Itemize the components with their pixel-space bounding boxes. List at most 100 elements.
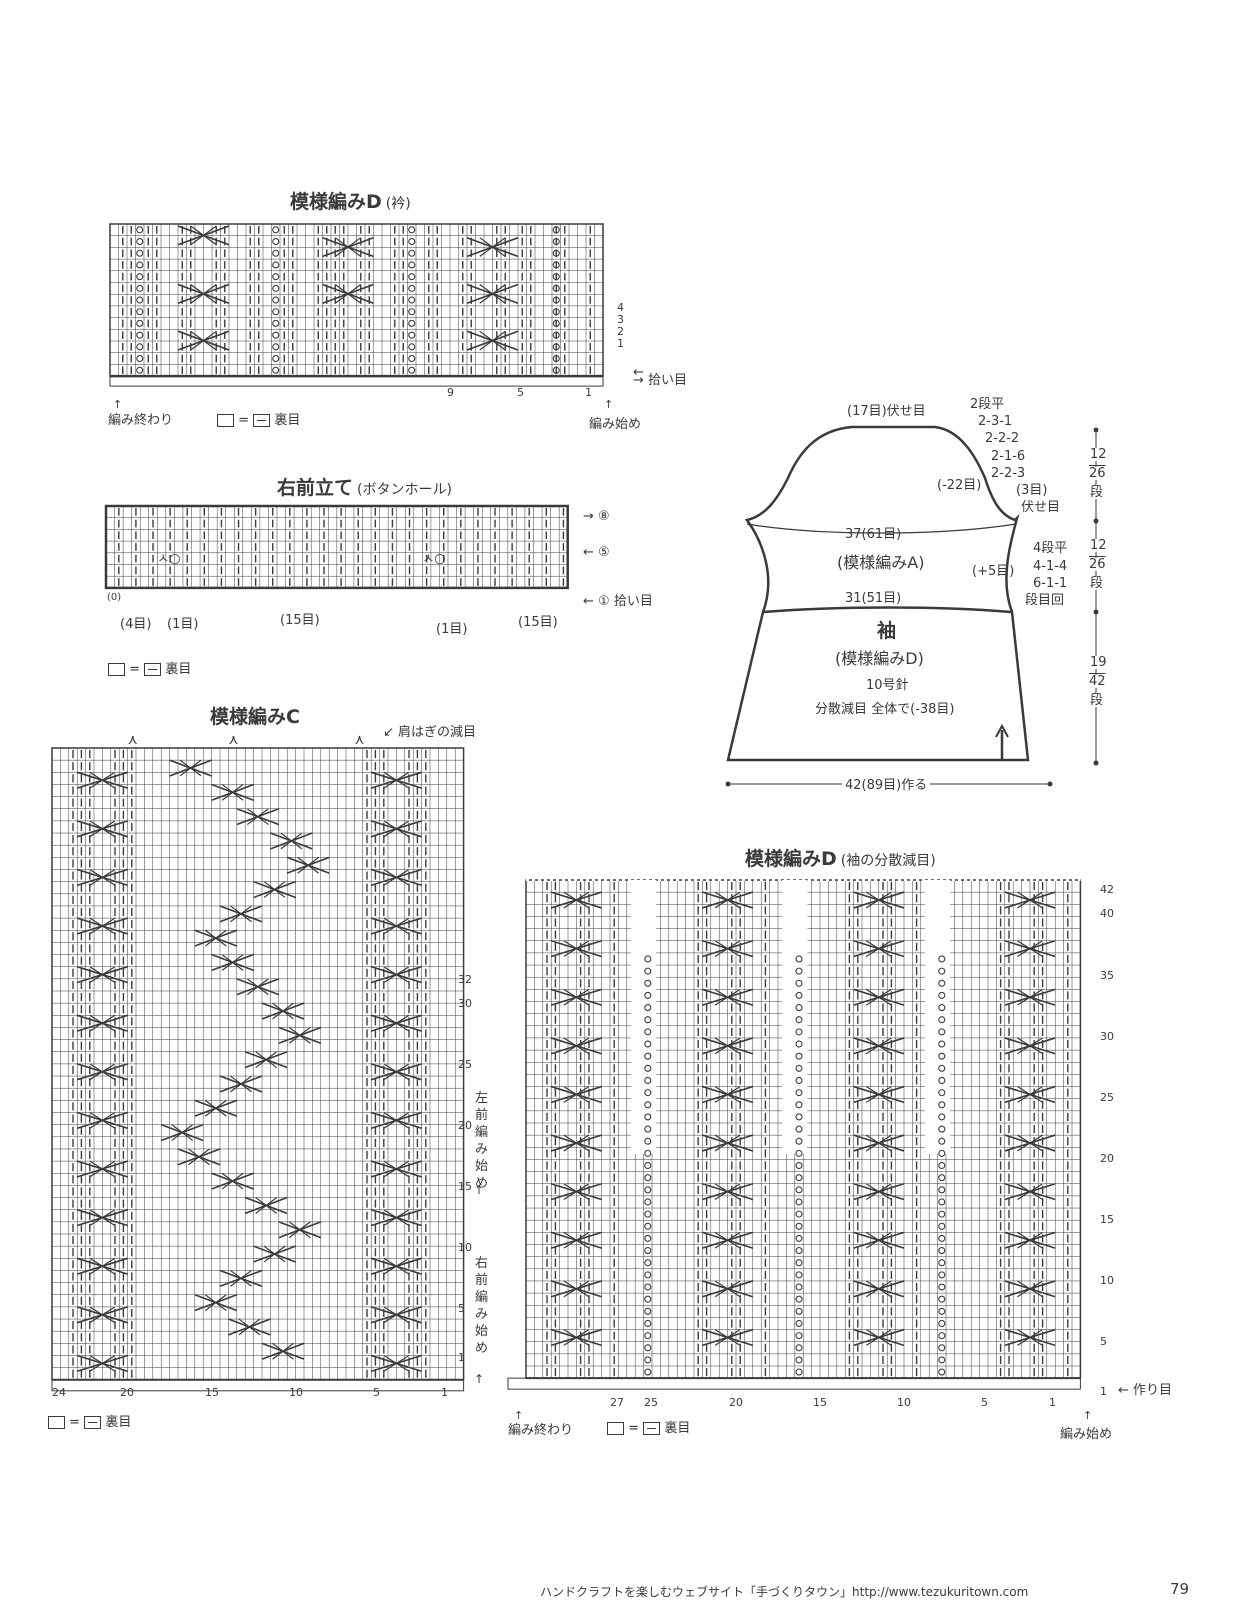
s-row-15: 15: [1100, 1213, 1114, 1226]
collar-legend-text: 裏目: [274, 413, 301, 428]
footer-text: ハンドクラフトを楽しむウェブサイト「手づくりタウン」http://www.tez…: [540, 1585, 1029, 1599]
collar-pickup-label: → 拾い目: [633, 373, 688, 388]
svg-text:⋏: ⋏: [228, 732, 238, 748]
s-row-40: 40: [1100, 907, 1114, 920]
s-col-20: 20: [729, 1396, 743, 1409]
left-front-start: 左前編み始め: [475, 1091, 489, 1191]
up-arrow-icon: ↑: [1083, 1409, 1093, 1422]
collar-legend: = 裏目: [217, 409, 300, 428]
c-col-20: 20: [120, 1386, 134, 1399]
right-front-start: 右前編み始め: [475, 1256, 489, 1356]
shaping-mid-2: 4-1-4: [1033, 559, 1068, 574]
collar-row-4: 4: [617, 301, 624, 314]
shaping-4: 2-1-6: [991, 449, 1026, 464]
cast-on-text: 作り目: [1133, 1383, 1173, 1398]
sleeve-title: 袖: [877, 620, 897, 642]
height-3-rows: 42: [1089, 674, 1106, 689]
s-row-5: 5: [1100, 1335, 1107, 1348]
buttonband-row-5-text: ⑤: [598, 545, 610, 560]
empty-square-icon: [607, 1422, 624, 1435]
purl-square-icon: [253, 414, 271, 427]
height-3-unit: 段: [1090, 693, 1104, 708]
needle-size: 10号針: [866, 678, 909, 693]
c-row-10: 10: [458, 1241, 472, 1254]
collar-col-9: 9: [447, 386, 454, 399]
buttonband-subtitle: (ボタンホール): [357, 482, 452, 498]
spacing-4: (4目): [120, 617, 152, 632]
up-arrow-icon: ↑: [474, 1183, 485, 1197]
height-2-unit: 段: [1090, 576, 1104, 591]
buttonband-corner-mark: (0): [107, 592, 122, 603]
pattern-lower: (模様編みD): [835, 649, 924, 668]
sleeve-chart-legend: = 裏目: [607, 1417, 690, 1436]
width-upper: 37(61目): [845, 527, 902, 542]
height-2-cm: 12: [1090, 538, 1107, 553]
s-row-42: 42: [1100, 883, 1114, 896]
empty-square-icon: [48, 1416, 65, 1429]
s-row-35: 35: [1100, 969, 1114, 982]
svg-text:ㅅ○: ㅅ○: [422, 552, 445, 567]
collar-row-1: 1: [617, 337, 624, 350]
up-arrow-icon: ↑: [474, 1372, 485, 1386]
shaping-mid-3: 6-1-1: [1033, 576, 1068, 591]
collar-col-1: 1: [585, 386, 592, 399]
s-col-10: 10: [897, 1396, 911, 1409]
increase: (+5目): [972, 564, 1015, 579]
height-1-unit: 段: [1090, 485, 1104, 500]
s-col-25: 25: [644, 1396, 658, 1409]
width-mid: 31(51目): [845, 591, 902, 606]
collar-end-label: 編み終わり: [108, 413, 174, 428]
collar-col-5: 5: [517, 386, 524, 399]
s-col-1: 1: [1049, 1396, 1056, 1409]
collar-row-2: 2: [617, 325, 624, 338]
c-row-1: 1: [458, 1351, 465, 1364]
sleeve-top-label: (17目)伏せ目: [847, 404, 926, 419]
shaping-mid-1: 4段平: [1033, 541, 1068, 556]
sleeve-cap-outline: [726, 425, 1030, 762]
buttonband-pickup-text: 拾い目: [613, 594, 653, 609]
svg-text:⋏: ⋏: [128, 732, 138, 748]
c-col-24: 24: [52, 1386, 66, 1399]
collar-start-label: 編み始め: [589, 417, 642, 432]
height-2-rows: 26: [1089, 557, 1106, 572]
shoulder-label: ↙ 肩はぎの減目: [383, 725, 477, 740]
up-arrow-icon: ↑: [113, 398, 123, 411]
c-col-1: 1: [441, 1386, 448, 1399]
empty-square-icon: [108, 663, 125, 676]
s-col-5: 5: [981, 1396, 988, 1409]
spacing-1a: (1目): [167, 617, 199, 632]
sleeve-chart-subtitle: (袖の分散減目): [840, 853, 936, 869]
up-arrow-icon: ↑: [604, 398, 614, 411]
height-1-cm: 12: [1090, 447, 1107, 462]
collar-chart-grid: [109, 223, 604, 387]
decrease-note: 分散減目 全体で(-38目): [815, 702, 955, 717]
buttonband-row-8: → ⑧: [583, 509, 610, 524]
c-row-32: 32: [458, 973, 472, 986]
purl-square-icon: [643, 1422, 661, 1435]
shaping-1: 2段平: [970, 397, 1005, 412]
spacing-1b: (1目): [436, 622, 468, 637]
spacing-15a: (15目): [280, 613, 320, 628]
sleeve-end-label: 編み終わり: [508, 1423, 574, 1438]
buttonband-title-text: 右前立て: [277, 477, 354, 499]
s-col-15: 15: [813, 1396, 827, 1409]
buttonband-row-1: ← ① 拾い目: [583, 594, 653, 609]
svg-text:ㅅ○: ㅅ○: [157, 552, 180, 567]
shaping-mid-4: 段目回: [1025, 593, 1065, 608]
sleeve-chart-legend-text: 裏目: [664, 1421, 691, 1436]
c-col-15: 15: [205, 1386, 219, 1399]
page-number: 79: [1170, 1580, 1190, 1598]
shaping-2: 2-3-1: [978, 414, 1013, 429]
purl-square-icon: [84, 1416, 102, 1429]
purl-square-icon: [144, 663, 162, 676]
up-arrow-icon: ↑: [514, 1409, 524, 1422]
collar-row-3: 3: [617, 313, 624, 326]
pattern-c-title: 模様編みC: [210, 706, 300, 728]
buttonband-legend-text: 裏目: [165, 662, 192, 677]
sleeve-chart-title: 模様編みD(袖の分散減目): [745, 850, 936, 869]
collar-title-text: 模様編みD: [290, 191, 382, 213]
s-row-10: 10: [1100, 1274, 1114, 1287]
pattern-c-legend: = 裏目: [48, 1411, 131, 1430]
sleeve-schematic: [725, 425, 1099, 787]
pattern-c-chart-grid: ⋏⋏⋏: [51, 732, 465, 1392]
